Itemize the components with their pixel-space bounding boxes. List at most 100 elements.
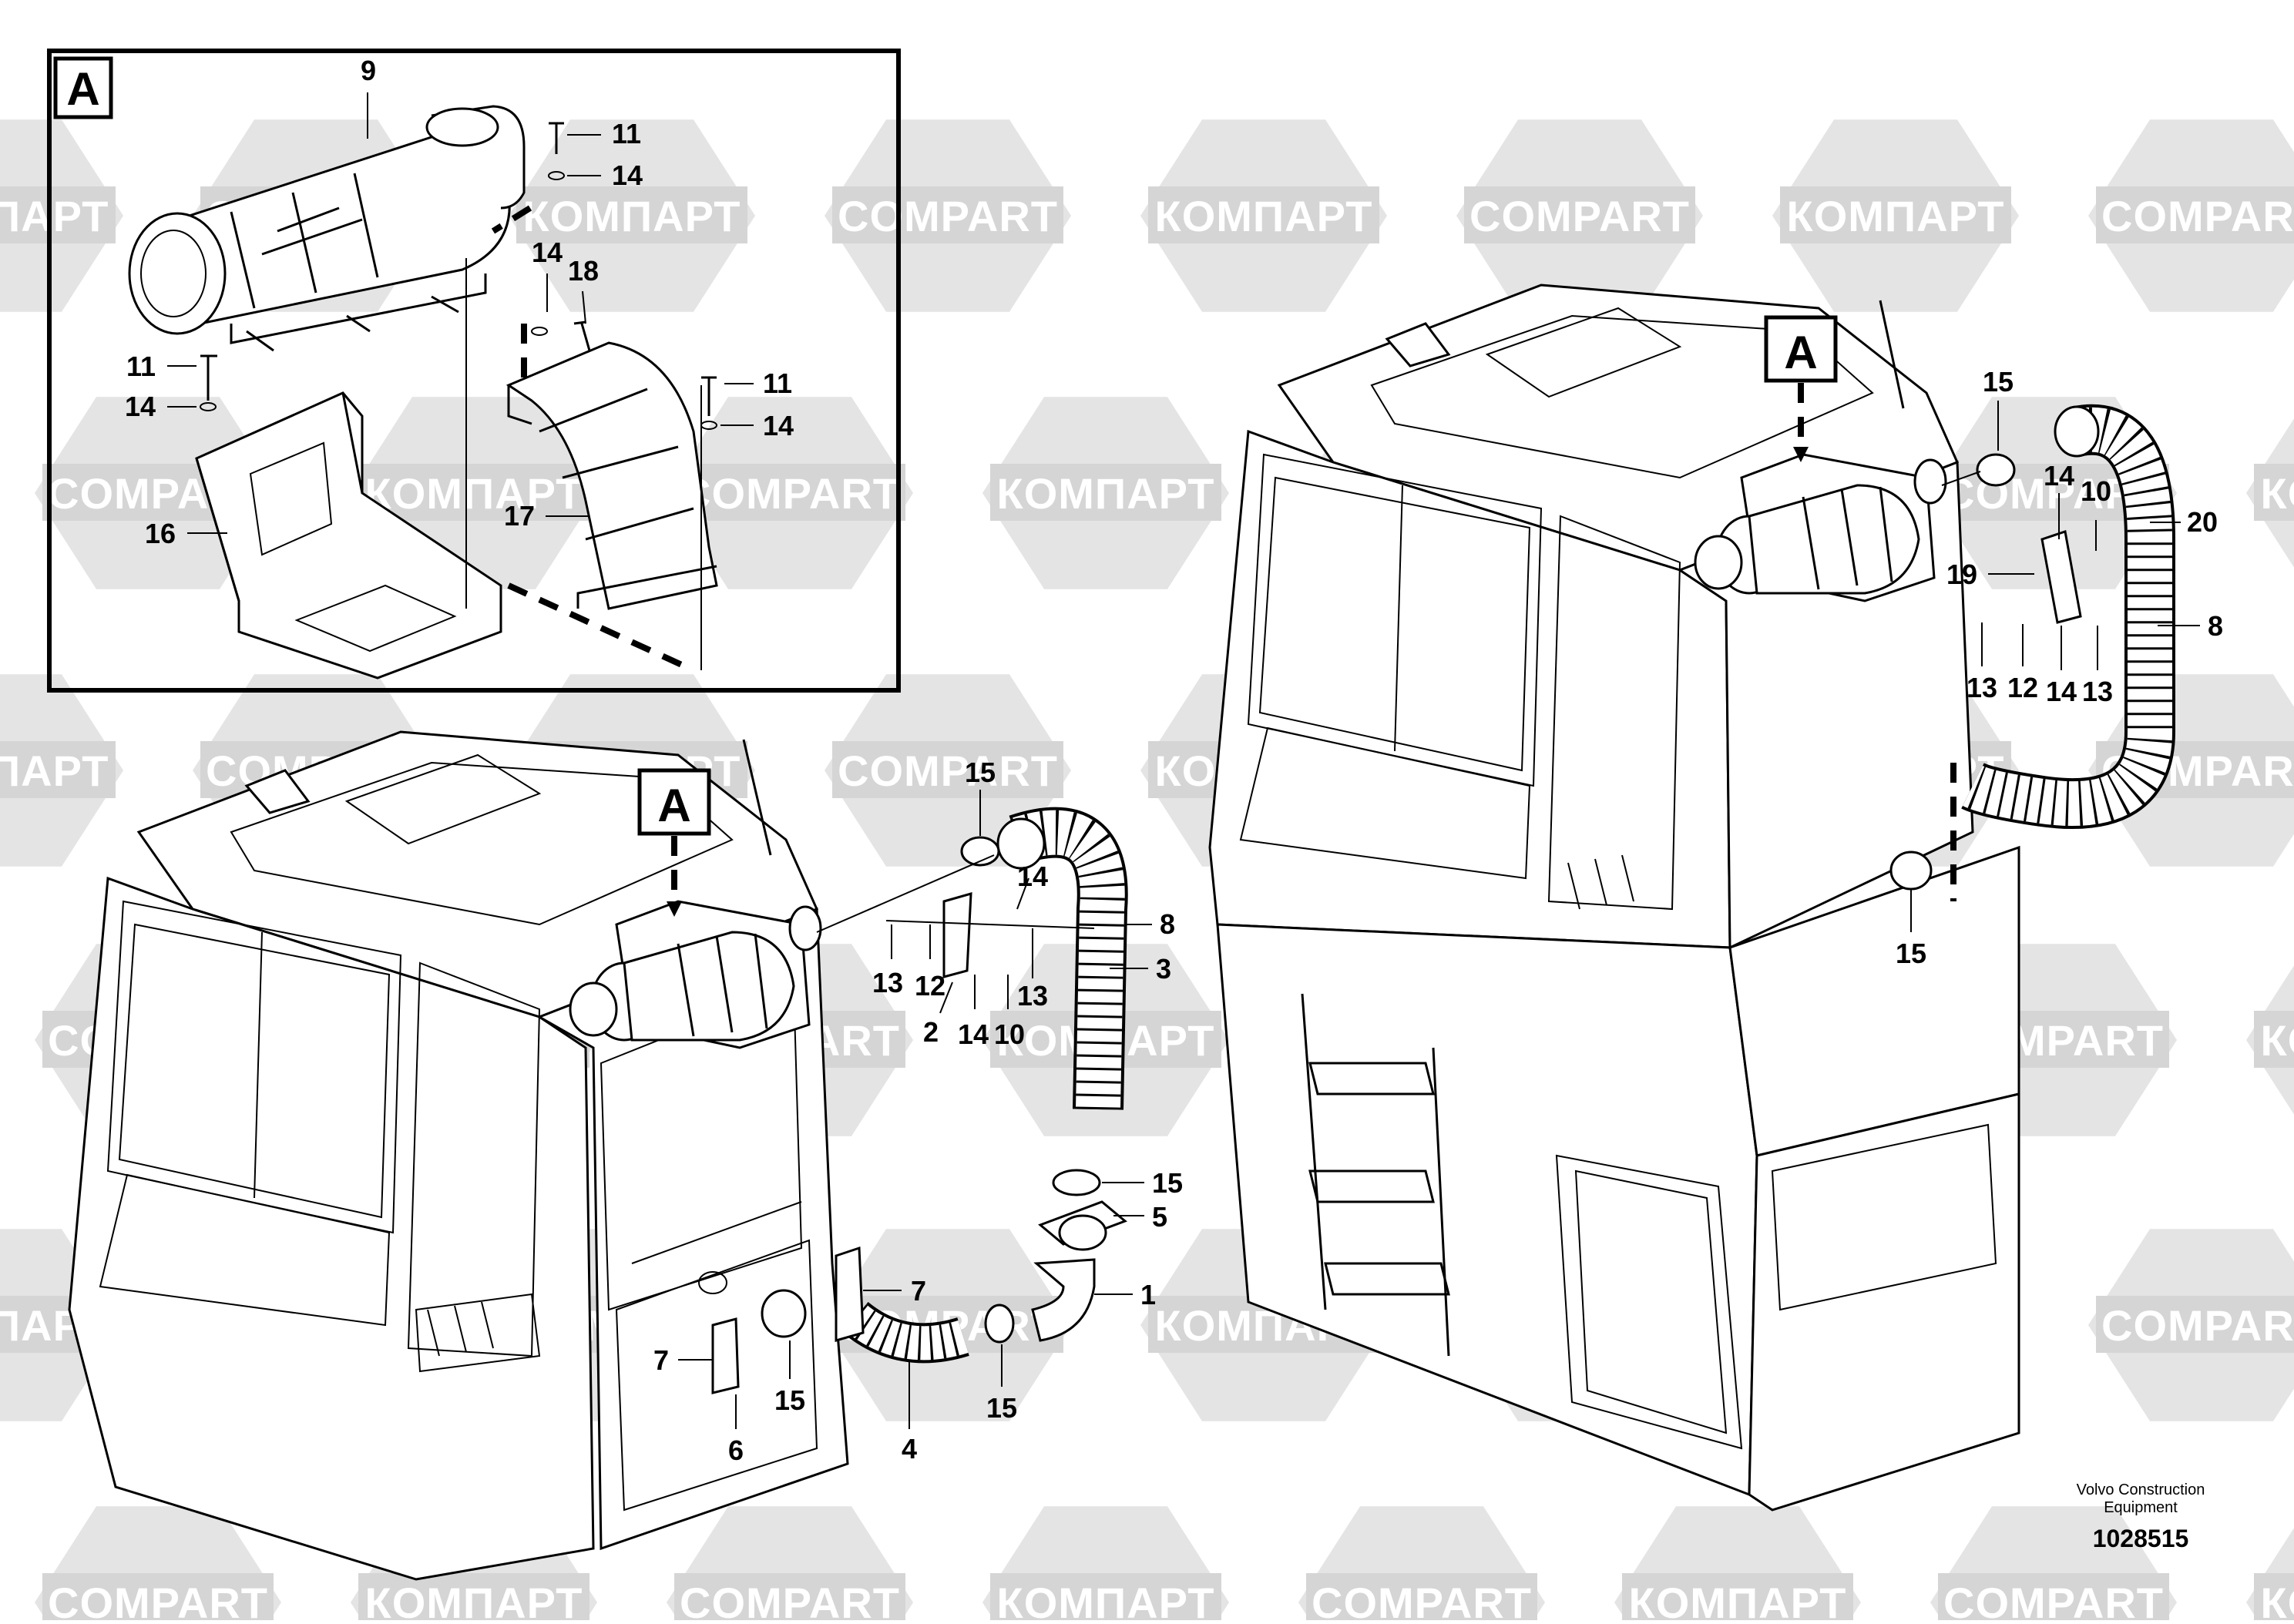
callout-right-13a: 13 (1967, 672, 1997, 703)
watermark-text: КОМПАРТ (365, 1579, 583, 1620)
callout-left-15a: 15 (965, 757, 996, 788)
watermark-text: КОМПАРТ (523, 192, 741, 240)
callout-detail-14a: 14 (612, 159, 643, 191)
watermark-text: COMPART (680, 469, 900, 518)
right-leaders (1910, 401, 2200, 932)
watermark-band (2096, 186, 2294, 243)
watermark-band (2254, 464, 2294, 521)
watermark-text: COMPART (2101, 192, 2294, 240)
watermark-text: КОМПАРТ (2261, 469, 2294, 518)
watermark-band (358, 1573, 589, 1624)
callout-detail-11c: 11 (763, 367, 792, 399)
clamp-15d (984, 1304, 1015, 1344)
watermark-band (990, 464, 1221, 521)
right-view-label-frame (1764, 315, 1838, 383)
watermark-text: COMPART (2101, 1301, 2294, 1350)
callout-left-12: 12 (915, 970, 945, 1002)
watermark-text: COMPART (1312, 1579, 1532, 1620)
detail-box-label-frame (53, 56, 113, 119)
bracket-17 (505, 341, 718, 610)
callout-left-13b: 13 (1017, 980, 1048, 1012)
elbow-1 (1031, 1258, 1096, 1342)
watermark-text: COMPART (48, 1579, 268, 1620)
clamp-15b (1052, 1169, 1101, 1196)
left-view-label: A (657, 780, 690, 831)
watermark-band (2096, 1296, 2294, 1353)
callout-detail-17: 17 (504, 500, 535, 532)
bracket-7a (835, 1246, 865, 1342)
bracket-19 (2040, 530, 2082, 624)
callout-right-14a: 14 (2044, 460, 2074, 492)
watermark-band (1780, 186, 2011, 243)
callout-detail-14b: 14 (532, 237, 563, 268)
callout-right-15b: 15 (1896, 938, 1926, 969)
watermark-text: КОМПАРТ (2261, 1579, 2294, 1620)
callout-left-4: 4 (902, 1433, 917, 1465)
watermark-band (1464, 186, 1695, 243)
footer: Volvo Construction Equipment 1028515 (2077, 1481, 2205, 1552)
watermark-text: КОМПАРТ (0, 747, 109, 795)
bracket-2 (942, 891, 972, 978)
hose-4 (842, 1301, 969, 1364)
heater-unit-left (569, 900, 822, 1049)
callout-right-12: 12 (2007, 672, 2038, 703)
clamp-15a (960, 836, 1000, 867)
watermark-band (2254, 1011, 2294, 1068)
callout-right-10: 10 (2081, 475, 2111, 507)
callout-detail-14c: 14 (125, 391, 156, 422)
watermark-band (0, 741, 116, 798)
watermark-text: КОМПАРТ (2261, 1016, 2294, 1065)
watermark-text: COMPART (1943, 1579, 2164, 1620)
callout-right-8: 8 (2208, 610, 2223, 642)
heater-unit-detail (128, 105, 526, 352)
callout-left-8: 8 (1160, 908, 1175, 940)
watermark-band (990, 1573, 1221, 1624)
callout-right-15a: 15 (1983, 366, 2014, 398)
watermark-band (1148, 186, 1379, 243)
footer-company-line2: Equipment (2104, 1499, 2178, 1516)
callout-left-6: 6 (728, 1434, 744, 1466)
detail-box-frame (47, 49, 901, 693)
callout-detail-18: 18 (568, 255, 599, 287)
right-view-label: A (1784, 327, 1817, 378)
callout-right-13b: 13 (2082, 676, 2113, 707)
hose-3 (996, 807, 1128, 1110)
detail-leaders (167, 92, 754, 534)
watermark-text: КОМПАРТ (1629, 1579, 1847, 1620)
watermark-text: COMPART (838, 747, 1058, 795)
watermark-band (1306, 1573, 1537, 1624)
watermark-band (358, 464, 589, 521)
watermark-band (674, 1573, 905, 1624)
right-cab-view: A 15 (1208, 284, 2223, 1512)
callout-detail-14d: 14 (763, 410, 794, 441)
callout-detail-9: 9 (361, 55, 376, 86)
watermark-text: COMPART (680, 1579, 900, 1620)
watermark-band (42, 1573, 274, 1624)
watermark-band (0, 186, 116, 243)
hose-20 (1961, 404, 2175, 830)
bracket-16 (195, 391, 502, 679)
callout-left-13a: 13 (872, 967, 903, 998)
footer-company-line1: Volvo Construction (2077, 1481, 2205, 1498)
left-cab-view: A (68, 730, 1183, 1581)
watermark-text: COMPART (1469, 192, 1690, 240)
clamp-15e (1976, 453, 2016, 487)
callout-left-5: 5 (1152, 1201, 1167, 1233)
watermark-band (1938, 1573, 2169, 1624)
callout-right-19: 19 (1946, 559, 1977, 590)
watermark-band (832, 741, 1063, 798)
bracket-7b (711, 1317, 740, 1394)
callout-detail-11b: 11 (126, 351, 156, 382)
screws-detail (200, 122, 717, 430)
clamp-15c (761, 1289, 807, 1338)
watermark-band (832, 186, 1063, 243)
callout-left-7a: 7 (911, 1275, 926, 1307)
watermark-band (2254, 1573, 2294, 1624)
callout-detail-16: 16 (145, 518, 176, 549)
footer-drawing-number: 1028515 (2093, 1525, 2189, 1552)
callout-left-3: 3 (1156, 953, 1171, 985)
callout-left-15b: 15 (1152, 1167, 1183, 1199)
callout-right-20: 20 (2187, 506, 2218, 538)
